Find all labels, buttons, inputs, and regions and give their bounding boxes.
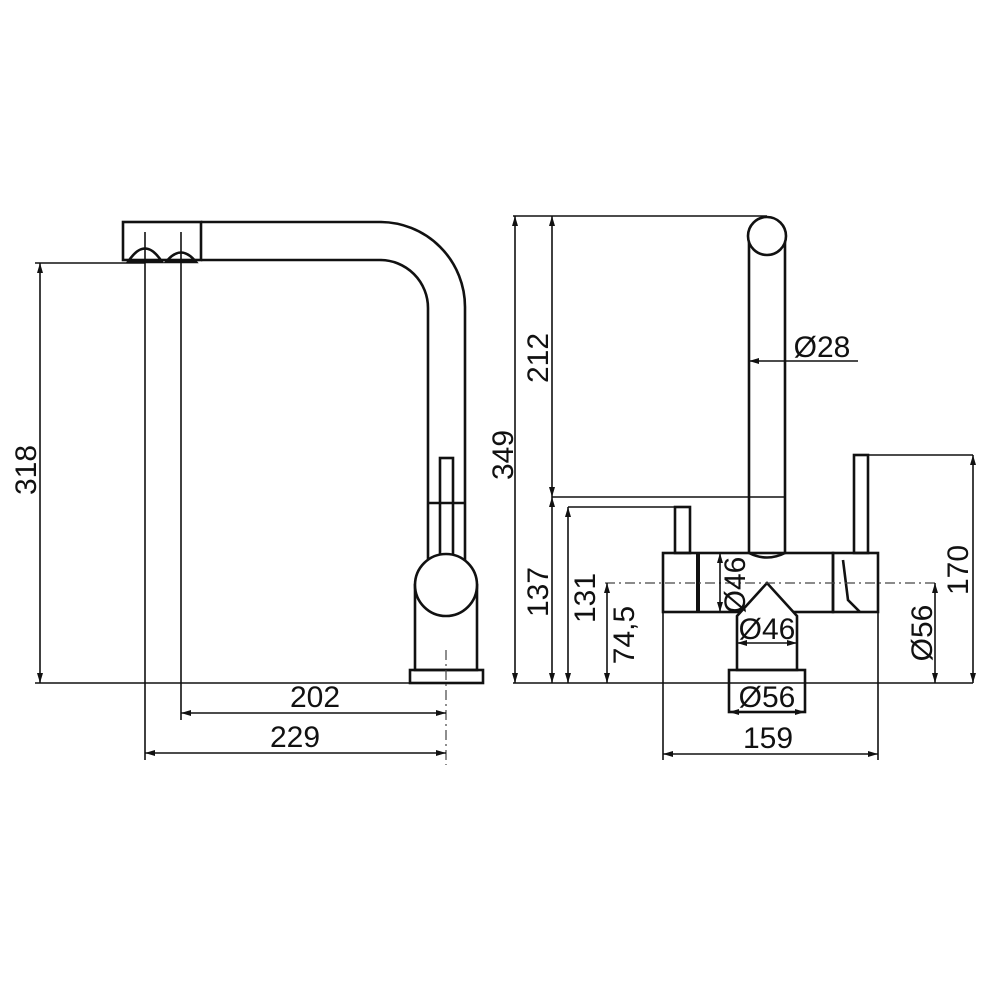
dim-159: 159 [743, 722, 793, 755]
dim-131: 131 [569, 573, 602, 623]
dim-74-5: 74,5 [608, 606, 641, 664]
right-handle [852, 453, 870, 555]
right-lever-joint [841, 559, 861, 613]
spout-outer [201, 220, 467, 565]
lever-handle [438, 456, 455, 557]
dim-212: 212 [522, 333, 555, 383]
dim-349: 349 [487, 430, 520, 480]
body-cartridge [413, 552, 479, 618]
dim-137: 137 [522, 567, 555, 617]
dim-base: Ø56 [739, 681, 796, 714]
dim-right-56: Ø56 [906, 605, 939, 662]
dim-229: 229 [270, 721, 320, 754]
dim-neck: Ø46 [739, 613, 796, 646]
dim-170: 170 [942, 545, 975, 595]
spout-inner [201, 258, 430, 565]
dim-202: 202 [290, 681, 340, 714]
spout-top [746, 215, 788, 257]
dim-318: 318 [10, 445, 43, 495]
spout-stem [747, 236, 787, 559]
dim-body-diameter: Ø46 [719, 557, 752, 614]
left-handle [673, 505, 692, 555]
dim-28: Ø28 [794, 331, 851, 364]
side-view: 318 202 229 [10, 220, 485, 765]
front-view: 349 212 137 131 74,5 Ø46 Ø28 Ø46 Ø56 159… [487, 215, 976, 760]
aerator-outlets [125, 247, 199, 264]
